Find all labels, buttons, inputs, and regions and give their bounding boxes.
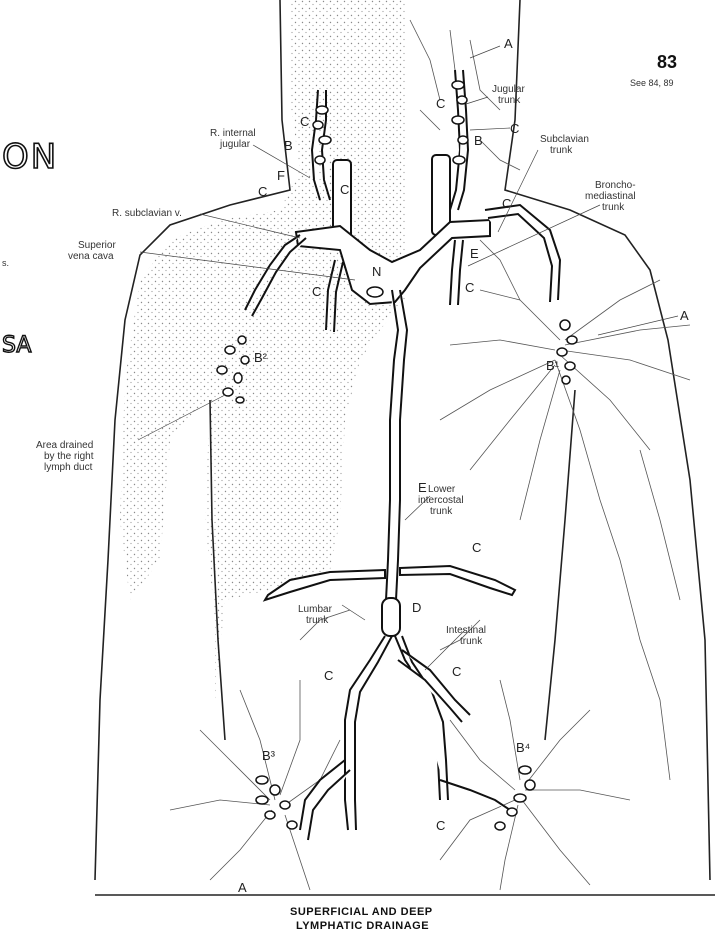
label-superior-vena-cava: Superior vena cava: [68, 240, 116, 262]
label-r-internal-jugular-line2: jugular: [219, 139, 251, 150]
marker-n: N: [372, 264, 381, 279]
label-svc-line1: Superior: [78, 240, 116, 251]
marker-a-arm: A: [680, 308, 689, 323]
marker-c-ij: C: [340, 182, 349, 197]
label-intercostal-line1: Lower: [428, 484, 456, 495]
marker-c-intestinal: C: [452, 664, 461, 679]
marker-a-leg: A: [238, 880, 247, 895]
marker-a-neck: A: [504, 36, 513, 51]
marker-b-left-neck: B: [474, 133, 483, 148]
marker-e-duct: E: [418, 480, 427, 495]
label-broncho-line3: trunk: [602, 202, 625, 213]
label-intestinal-line2: trunk: [460, 636, 483, 647]
label-lumbar-line2: trunk: [306, 615, 329, 626]
label-subclavian-trunk-line2: trunk: [550, 145, 573, 156]
label-area-line1: Area drained: [36, 440, 93, 451]
label-jugular-trunk: Jugular trunk: [492, 84, 525, 106]
marker-b-right-neck: B: [284, 138, 293, 153]
see-also-reference: See 84, 89: [630, 78, 674, 88]
margin-tiny-fragment: s.: [2, 258, 9, 268]
margin-letter-fragment: SA: [2, 333, 31, 358]
label-area-line2: by the right: [44, 451, 94, 462]
label-r-internal-jugular: R. internal jugular: [210, 128, 256, 150]
marker-c-subclavian-left: C: [502, 196, 511, 211]
label-intestinal-line1: Intestinal: [446, 625, 486, 636]
marker-c-inguinal: C: [436, 818, 445, 833]
marker-c-right-cervical: C: [300, 114, 309, 129]
marker-c-broncho-right: C: [312, 284, 321, 299]
marker-b1: B¹: [546, 358, 560, 373]
label-r-subclavian-v: R. subclavian v.: [112, 208, 182, 219]
marker-d-cisterna: D: [412, 600, 421, 615]
marker-e-upper: E: [470, 246, 479, 261]
label-broncho-line1: Broncho-: [595, 180, 636, 191]
caption-line1: SUPERFICIAL AND DEEP: [290, 906, 433, 918]
marker-b3: B³: [262, 748, 276, 763]
label-r-internal-jugular-line1: R. internal: [210, 128, 256, 139]
label-area-line3: lymph duct: [44, 462, 93, 473]
marker-c-lumbar: C: [324, 668, 333, 683]
label-subclavian-trunk-line1: Subclavian: [540, 134, 589, 145]
label-intercostal-line3: trunk: [430, 506, 453, 517]
label-lumbar-line1: Lumbar: [298, 604, 333, 615]
marker-c-broncho-left: C: [465, 280, 474, 295]
page-number: 83: [657, 52, 677, 72]
label-subclavian-trunk: Subclavian trunk: [540, 134, 589, 156]
label-jugular-trunk-line2: trunk: [498, 95, 521, 106]
marker-c-left-cervical: C: [436, 96, 445, 111]
label-svc-line2: vena cava: [68, 251, 114, 262]
marker-b4: B⁴: [516, 740, 530, 755]
label-area-drained: Area drained by the right lymph duct: [36, 440, 94, 473]
title-fragment: ON: [2, 137, 58, 177]
marker-b2: B²: [254, 350, 268, 365]
marker-c-subclavian-right: C: [258, 184, 267, 199]
marker-f: F: [277, 168, 285, 183]
caption-line2: LYMPHATIC DRAINAGE: [296, 920, 429, 932]
label-intercostal-line2: intercostal: [418, 495, 464, 506]
marker-c-jugular: C: [510, 121, 519, 136]
label-lumbar-trunk: Lumbar trunk: [298, 604, 333, 626]
label-broncho-line2: mediastinal: [585, 191, 636, 202]
marker-c-intercostal: C: [472, 540, 481, 555]
label-jugular-trunk-line1: Jugular: [492, 84, 525, 95]
